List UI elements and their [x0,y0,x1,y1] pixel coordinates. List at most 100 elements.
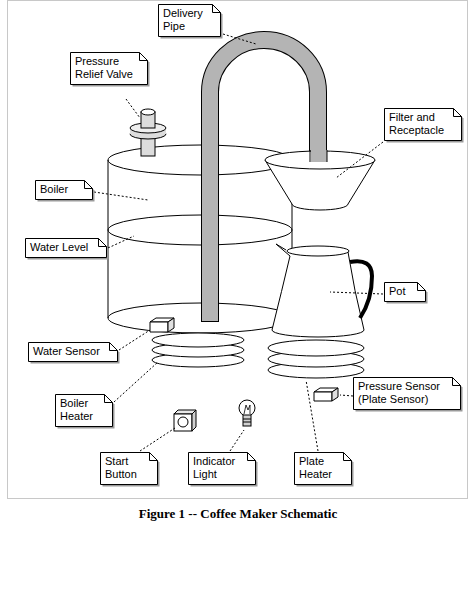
leader-line [140,428,175,451]
callout-note: Pot [384,282,426,302]
figure-border [8,1,468,499]
callout-label: Indicator Light [193,455,244,481]
pressure-sensor [314,388,338,401]
note-fold [99,239,107,247]
leader-line [119,330,150,350]
note-outline [101,453,158,485]
note-fold [110,343,118,351]
pipe-end-edge [310,150,311,162]
button-housing [174,414,192,431]
indicator-light [239,400,255,426]
leader-line [114,362,158,402]
leader-line [230,430,244,451]
note-fold [454,109,462,117]
callout-note: Start Button [100,452,158,485]
figure-caption: Figure 1 -- Coffee Maker Schematic [0,506,476,522]
sensor-side [332,388,338,401]
button-knob [178,417,188,427]
leader-line [223,34,256,44]
plate-heater [268,340,364,378]
callout-label: Start Button [105,455,146,481]
note-outline [56,395,113,427]
callout-note: Water Level [25,238,107,258]
pot-rim [287,246,349,256]
pipe-end [311,150,327,162]
note-outline [385,283,426,302]
heater-coil [268,340,364,356]
leader-line [94,192,148,200]
callout-note: Delivery Pipe [158,4,221,37]
pot-handle [350,261,372,318]
pot [272,244,372,337]
boiler-heater [152,333,244,367]
callout-note: Indicator Light [188,452,256,485]
pressure-relief-valve [130,109,166,156]
note-fold [248,453,256,461]
boiler-top [108,145,292,175]
pot-body [272,244,364,337]
heater-coil [152,333,244,347]
note-outline [159,5,221,37]
callout-note: Pressure Sensor (Plate Sensor) [353,377,461,410]
bulb-thread [243,422,251,423]
note-outline [26,239,107,258]
leader-line [340,395,353,396]
callout-note: Water Sensor [28,342,118,362]
callout-label: Delivery Pipe [163,7,209,33]
bulb-base [243,415,251,426]
note-outline [189,453,256,485]
note-outline [36,181,93,200]
callout-label: Plate Heater [299,455,340,481]
note-outline [354,378,461,410]
callout-note: Pressure Relief Valve [70,52,148,85]
valve-stem [141,138,155,156]
callout-note: Boiler Heater [55,394,113,427]
sensor-front [314,392,332,401]
note-fold [85,181,93,189]
callout-label: Pressure Relief Valve [75,55,136,81]
leader-line [306,380,318,451]
bulb-filament [244,405,250,414]
note-outline [71,53,148,85]
pipe-end-edge [327,150,328,162]
bulb-glass [239,400,255,416]
note-fold [140,53,148,61]
callout-label: Water Level [30,241,95,254]
note-outline [385,109,462,141]
note-fold [150,453,158,461]
leader-lines [94,34,383,451]
button-side [192,410,196,431]
boiler-side [108,160,109,318]
note-fold [344,453,352,461]
note-outline [29,343,118,362]
callout-label: Boiler [40,183,81,196]
water-sensor [150,318,174,332]
boiler-bottom [108,303,292,333]
water-level-line [108,215,292,245]
note-fold [213,5,221,13]
leader-line [330,292,383,294]
note-fold [105,395,113,403]
callout-note: Boiler [35,180,93,200]
callout-note: Filter and Receptacle [384,108,462,141]
valve-cap-top [141,109,155,115]
filter-receptacle [265,150,375,210]
note-outline [295,453,352,485]
filter-rim [265,151,375,169]
callout-label: Filter and Receptacle [389,111,450,137]
leader-line [336,142,383,178]
callout-label: Pressure Sensor (Plate Sensor) [358,380,449,406]
callout-label: Pot [389,285,414,298]
leader-line [108,236,134,248]
callout-label: Water Sensor [33,345,106,358]
sensor-front [150,322,168,332]
bulb-thread [243,419,251,420]
note-fold [453,378,461,386]
sensor-side [168,318,174,332]
note-fold [418,283,426,291]
start-button [174,410,196,431]
callout-note: Plate Heater [294,452,352,485]
callout-label: Boiler Heater [60,397,101,423]
